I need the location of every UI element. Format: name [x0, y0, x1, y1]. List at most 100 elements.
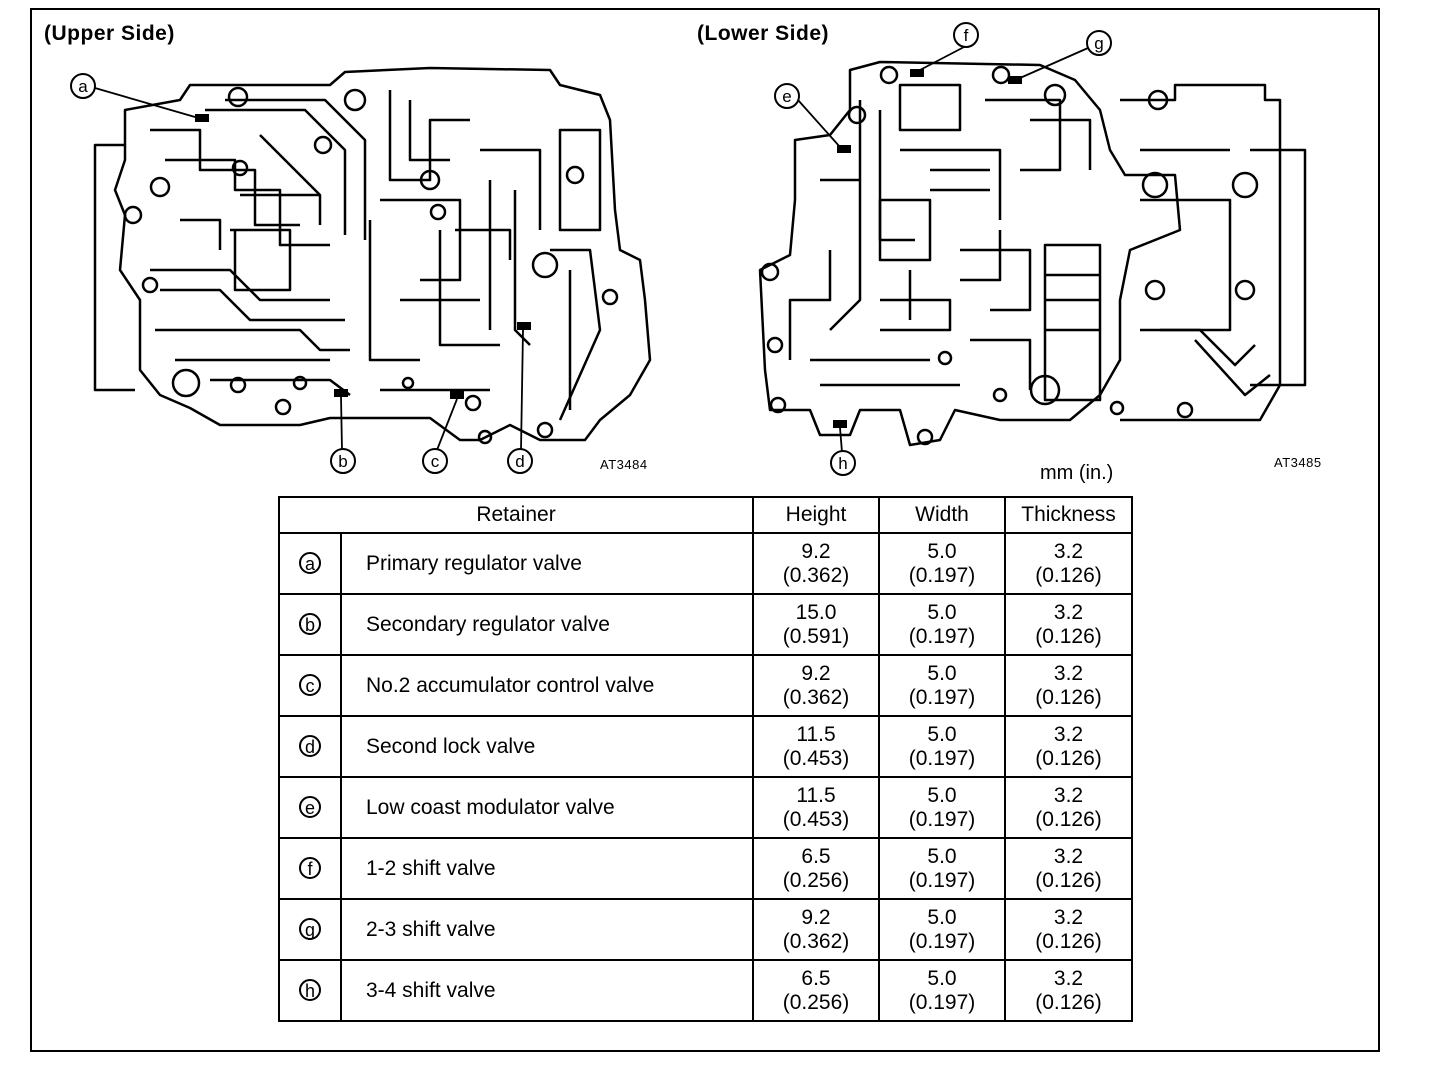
- thickness-in: (0.126): [1035, 868, 1102, 892]
- height-mm: 15.0: [795, 600, 837, 624]
- row-mark-cell: c: [278, 654, 342, 717]
- thickness-mm: 3.2: [1053, 722, 1084, 746]
- thickness-mm: 3.2: [1053, 905, 1084, 929]
- retainer-f-mark: [910, 69, 924, 77]
- svg-text:b: b: [338, 452, 347, 471]
- thickness-mm: 3.2: [1053, 783, 1084, 807]
- width-mm: 5.0: [927, 539, 957, 563]
- row-width: 5.0(0.197): [878, 898, 1007, 961]
- row-height: 9.2(0.362): [752, 898, 881, 961]
- upper-side-valve-body-diagram: a b c d: [70, 66, 652, 474]
- callout-g-label: g: [1086, 30, 1112, 56]
- row-thickness: 3.2(0.126): [1004, 959, 1134, 1022]
- thickness-in: (0.126): [1035, 929, 1102, 953]
- row-width: 5.0(0.197): [878, 715, 1007, 778]
- thickness-in: (0.126): [1035, 746, 1102, 770]
- width-in: (0.197): [908, 868, 976, 892]
- lower-side-valve-body-diagram: e f g h: [758, 22, 1307, 476]
- height-mm: 11.5: [796, 722, 836, 746]
- height-in: (0.591): [782, 624, 850, 648]
- row-valve-name: 2-3 shift valve: [339, 898, 755, 961]
- row-mark-cell: b: [278, 593, 342, 656]
- row-thickness: 3.2(0.126): [1004, 532, 1134, 595]
- height-in: (0.362): [782, 929, 850, 953]
- row-thickness: 3.2(0.126): [1004, 654, 1134, 717]
- height-mm: 6.5: [801, 966, 831, 990]
- svg-text:d: d: [515, 452, 524, 471]
- table-header-row: Retainer Height Width Thickness: [277, 496, 1134, 534]
- row-valve-name: Second lock valve: [339, 715, 755, 778]
- lower-side-title: (Lower Side): [697, 22, 830, 45]
- thickness-mm: 3.2: [1053, 600, 1084, 624]
- row-mark-circle: g: [299, 917, 321, 940]
- row-mark-cell: d: [278, 715, 342, 778]
- width-in: (0.197): [908, 624, 976, 648]
- retainer-h-mark: [833, 420, 847, 428]
- retainer-c-mark: [450, 391, 464, 399]
- header-retainer: Retainer: [277, 496, 755, 534]
- svg-text:c: c: [431, 452, 440, 471]
- thickness-in: (0.126): [1035, 807, 1102, 831]
- height-mm: 11.5: [796, 783, 836, 807]
- row-valve-name: 3-4 shift valve: [339, 959, 755, 1022]
- svg-text:e: e: [782, 87, 791, 106]
- width-in: (0.197): [908, 746, 976, 770]
- svg-text:g: g: [1094, 34, 1103, 53]
- width-in: (0.197): [908, 685, 976, 709]
- upper-side-title: (Upper Side): [44, 22, 175, 45]
- thickness-in: (0.126): [1035, 990, 1102, 1014]
- width-mm: 5.0: [927, 966, 957, 990]
- row-thickness: 3.2(0.126): [1004, 715, 1134, 778]
- callout-a-label: a: [70, 73, 96, 99]
- retainer-b-mark: [334, 389, 348, 397]
- row-thickness: 3.2(0.126): [1004, 776, 1134, 839]
- callout-d-label: d: [507, 448, 533, 474]
- thickness-mm: 3.2: [1053, 966, 1084, 990]
- row-mark-cell: h: [278, 959, 342, 1022]
- row-mark-cell: g: [278, 898, 342, 961]
- row-valve-name: Secondary regulator valve: [339, 593, 755, 656]
- width-mm: 5.0: [927, 661, 957, 685]
- row-mark-cell: e: [278, 776, 342, 839]
- row-width: 5.0(0.197): [878, 837, 1007, 900]
- width-in: (0.197): [908, 807, 976, 831]
- row-height: 9.2(0.362): [752, 654, 881, 717]
- row-width: 5.0(0.197): [878, 959, 1007, 1022]
- width-mm: 5.0: [927, 844, 957, 868]
- width-in: (0.197): [908, 990, 976, 1014]
- width-mm: 5.0: [927, 722, 957, 746]
- row-width: 5.0(0.197): [878, 654, 1007, 717]
- row-mark-cell: a: [278, 532, 342, 595]
- row-height: 11.5(0.453): [752, 715, 881, 778]
- callout-c-label: c: [422, 448, 448, 474]
- row-mark-circle: h: [299, 978, 321, 1001]
- row-mark-circle: c: [299, 673, 321, 696]
- figure-frame: [30, 8, 1380, 1052]
- height-in: (0.453): [782, 807, 850, 831]
- header-width: Width: [878, 496, 1007, 534]
- row-mark-cell: f: [278, 837, 342, 900]
- height-mm: 9.2: [801, 539, 831, 563]
- height-in: (0.256): [782, 990, 850, 1014]
- width-mm: 5.0: [927, 783, 957, 807]
- height-in: (0.453): [782, 746, 850, 770]
- svg-text:a: a: [78, 77, 88, 96]
- row-width: 5.0(0.197): [878, 593, 1007, 656]
- row-valve-name: No.2 accumulator control valve: [339, 654, 755, 717]
- row-valve-name: Primary regulator valve: [339, 532, 755, 595]
- thickness-in: (0.126): [1035, 563, 1102, 587]
- row-valve-name: 1-2 shift valve: [339, 837, 755, 900]
- width-in: (0.197): [908, 563, 976, 587]
- retainer-d-mark: [517, 322, 531, 330]
- row-height: 11.5(0.453): [752, 776, 881, 839]
- height-mm: 9.2: [801, 905, 831, 929]
- row-height: 6.5(0.256): [752, 837, 881, 900]
- thickness-in: (0.126): [1035, 685, 1102, 709]
